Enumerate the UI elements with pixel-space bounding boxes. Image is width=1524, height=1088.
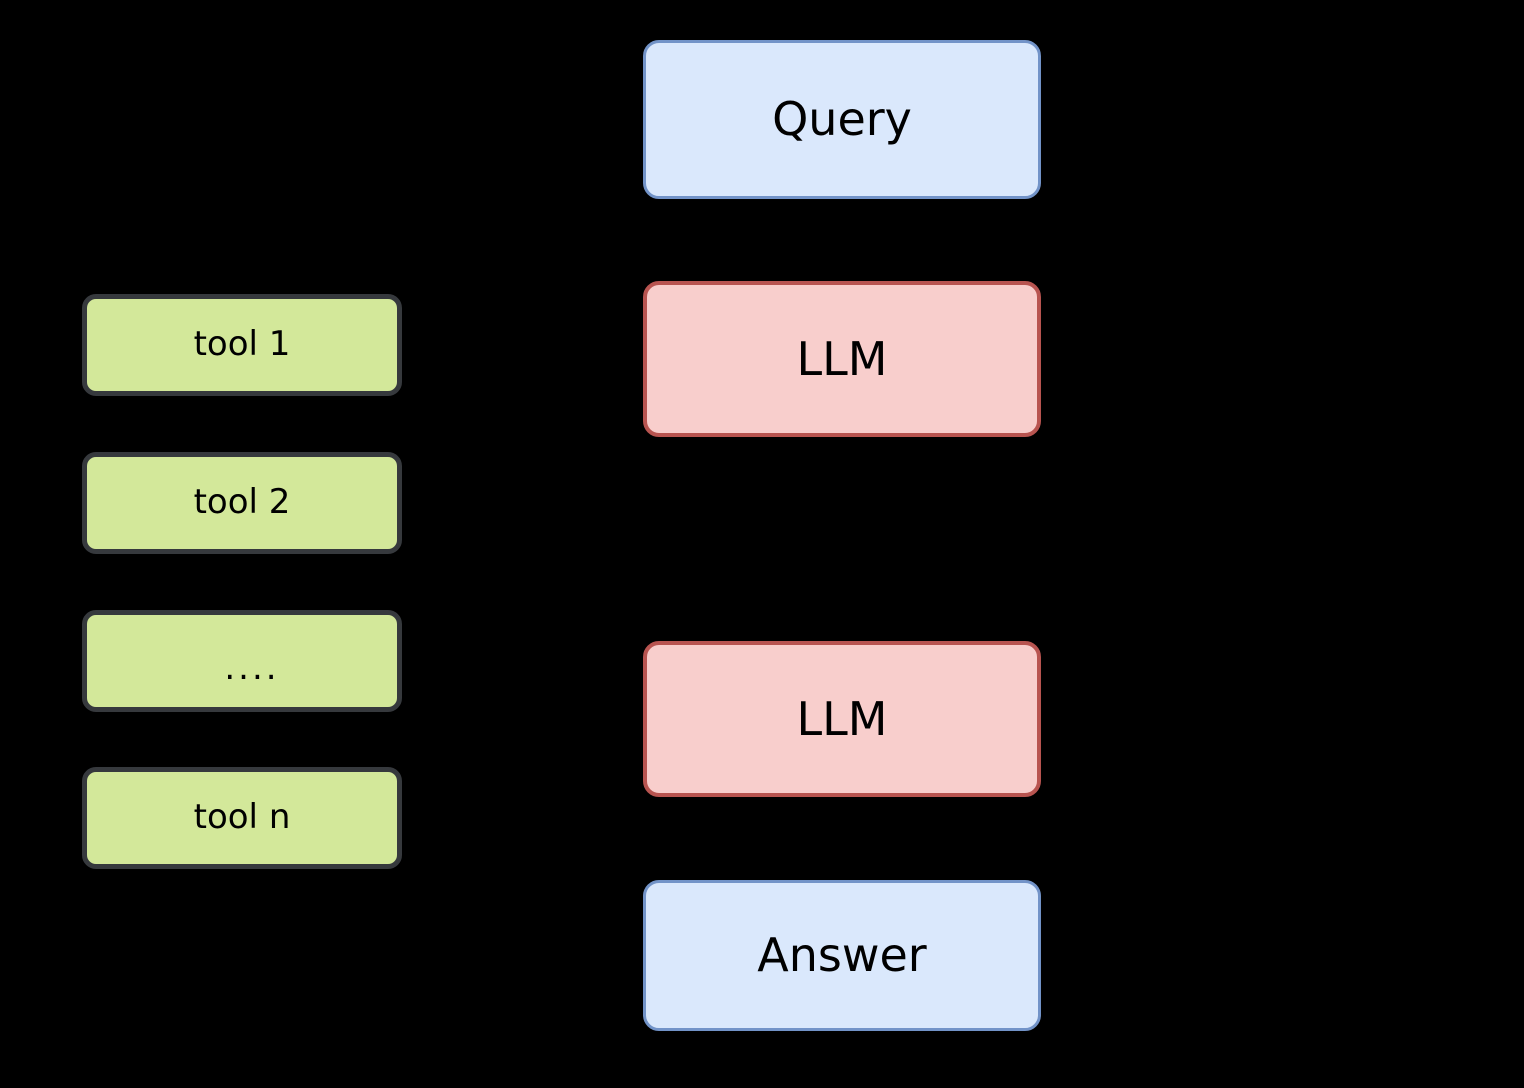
node-tool-n-label: tool n	[193, 797, 291, 838]
node-tool-ellipsis-label: ....	[224, 648, 280, 689]
node-answer[interactable]: Answer	[643, 880, 1041, 1031]
node-answer-label: Answer	[757, 928, 927, 983]
node-tool-2-label: tool 2	[193, 482, 291, 523]
node-llm-first[interactable]: LLM	[643, 281, 1041, 437]
node-tool-n[interactable]: tool n	[82, 767, 402, 869]
node-llm-first-label: LLM	[796, 331, 888, 386]
node-llm-second-label: LLM	[796, 691, 888, 746]
node-tool-2[interactable]: tool 2	[82, 452, 402, 554]
node-tool-ellipsis[interactable]: ....	[82, 610, 402, 712]
node-query-label: Query	[772, 92, 912, 147]
node-llm-second[interactable]: LLM	[643, 641, 1041, 797]
node-tool-1[interactable]: tool 1	[82, 294, 402, 396]
node-tool-1-label: tool 1	[193, 324, 291, 365]
node-query[interactable]: Query	[643, 40, 1041, 199]
